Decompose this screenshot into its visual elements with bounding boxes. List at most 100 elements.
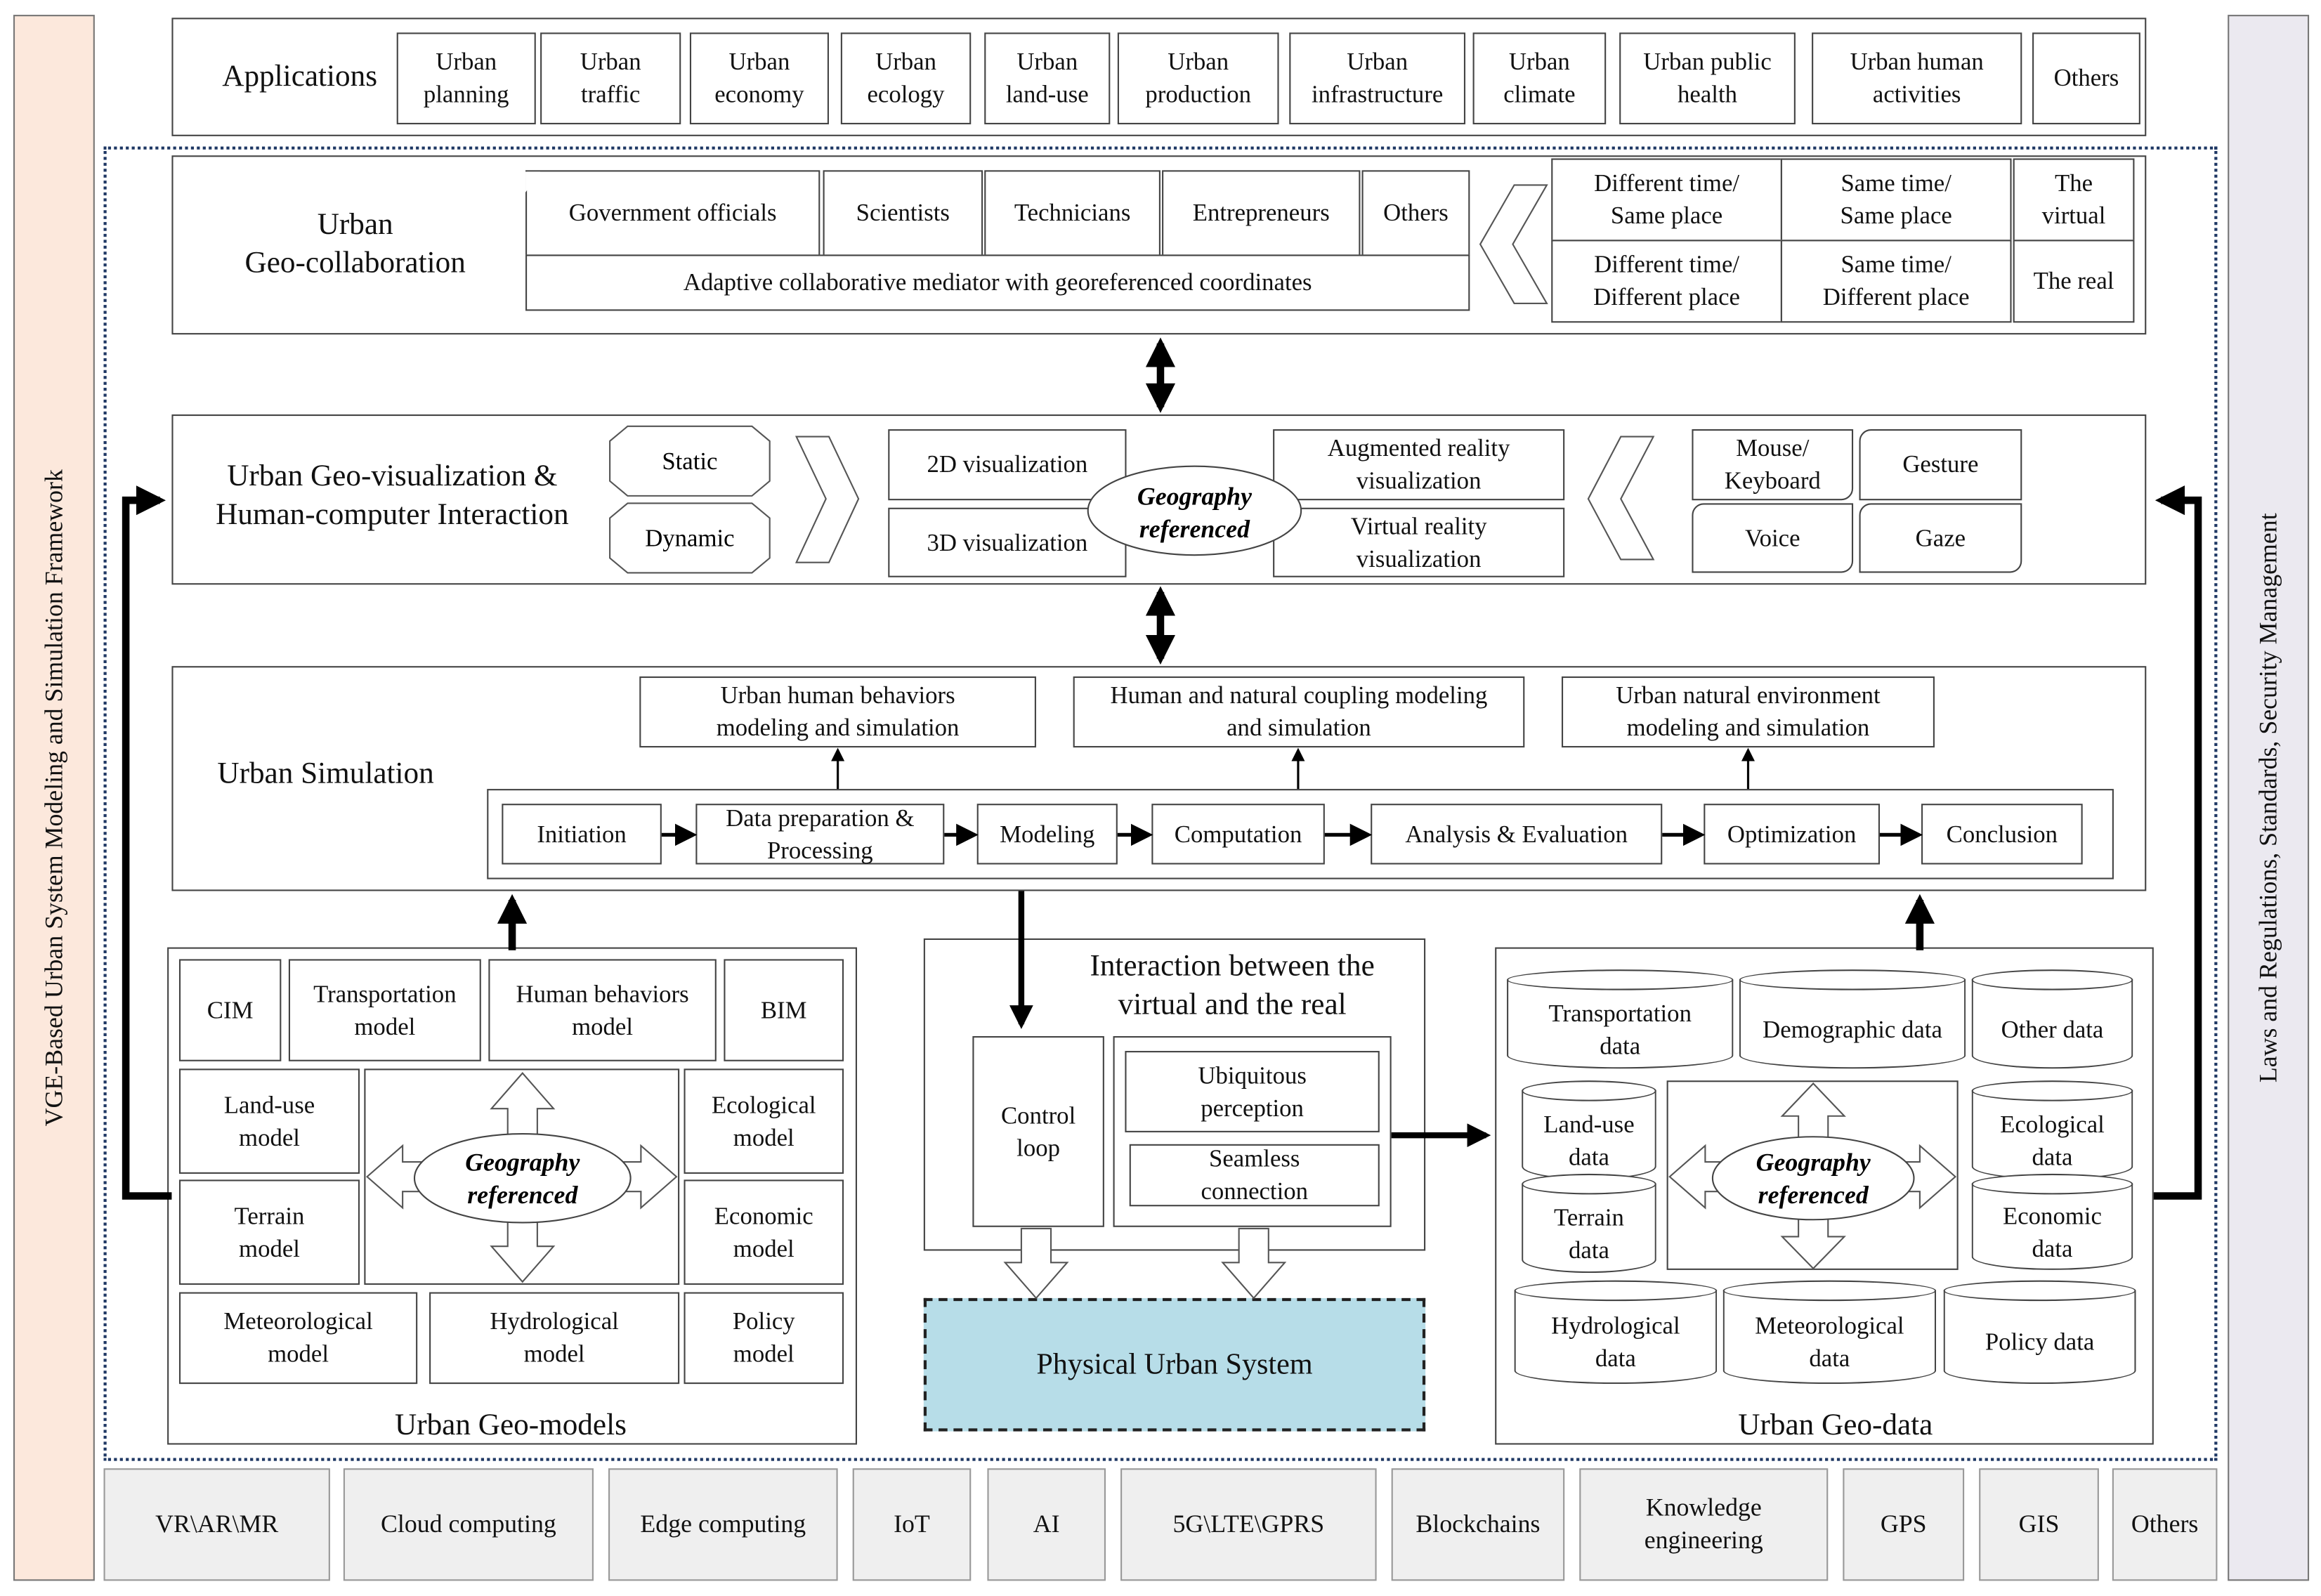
data-economic: Economic data [1971,1173,2133,1270]
data-land-use: Land-use data [1522,1080,1656,1180]
app-urban-ecology: Urban ecology [840,32,972,124]
model-transportation: Transportation model [288,959,481,1061]
data-other: Other data [1971,969,2133,1069]
step-modeling: Modeling [976,804,1118,865]
geo-visualization-panel [171,414,2147,585]
tech-knowledge-engineering: Knowledge engineering [1579,1468,1829,1581]
applications-title: Applications [222,60,378,93]
interaction-title: Interaction between the virtual and the … [1090,950,1375,1021]
app-urban-human-activities: Urban human activities [1812,32,2022,124]
sim-natural-environment: Urban natural environment modeling and s… [1561,676,1935,748]
data-meteorological: Meteorological data [1722,1280,1937,1385]
control-loop: Control loop [972,1035,1104,1227]
input-mouse-keyboard: Mouse/ Keyboard [1692,429,1854,501]
tech-edge-computing: Edge computing [608,1468,838,1581]
urban-simulation-panel [171,666,2147,891]
mode-diff-time-diff-place: Different time/ Different place [1551,240,1782,323]
tech-blockchains: Blockchains [1391,1468,1565,1581]
actor-others: Others [1361,170,1470,256]
sim-human-behaviors: Urban human behaviors modeling and simul… [639,676,1036,748]
app-urban-climate: Urban climate [1472,32,1607,124]
model-land-use: Land-use model [178,1068,360,1174]
urban-simulation-title: Urban Simulation [217,757,434,791]
data-policy: Policy data [1943,1280,2136,1385]
data-center-box [1666,1080,1959,1270]
input-gesture: Gesture [1859,429,2022,501]
data-terrain: Terrain data [1522,1173,1656,1274]
input-voice: Voice [1692,503,1854,573]
step-conclusion: Conclusion [1921,804,2083,865]
model-meteorological: Meteorological model [178,1292,418,1385]
viz-2d: 2D visualization [888,429,1127,501]
actor-government-officials: Government officials [525,170,820,256]
app-urban-planning: Urban planning [396,32,536,124]
mode-same-time-same-place: Same time/ Same place [1780,158,2012,242]
collaborative-mediator: Adaptive collaborative mediator with geo… [525,254,1470,311]
app-urban-infrastructure: Urban infrastructure [1289,32,1466,124]
physical-urban-system: Physical Urban System [923,1297,1426,1432]
framework-side-bar: VGE-Based Urban System Modeling and Simu… [13,15,95,1581]
geo-data-panel [1495,947,2154,1445]
tech-cloud-computing: Cloud computing [343,1468,594,1581]
step-analysis-evaluation: Analysis & Evaluation [1371,804,1663,865]
step-computation: Computation [1151,804,1325,865]
app-urban-economy: Urban economy [689,32,829,124]
actor-scientists: Scientists [823,170,983,256]
applications-panel [171,18,2147,136]
model-cim: CIM [178,959,282,1061]
app-urban-traffic: Urban traffic [540,32,681,124]
data-transportation: Transportation data [1507,969,1734,1069]
tech-gis: GIS [1979,1468,2099,1581]
vge-frame [103,146,2218,1461]
model-ecological: Ecological model [684,1068,844,1174]
model-policy: Policy model [684,1292,844,1385]
geo-models-title: Urban Geo-models [395,1408,627,1442]
tech-others: Others [2112,1468,2218,1581]
geo-visualization-title: Urban Geo-visualization & Human-computer… [216,460,569,532]
mode-the-virtual: The virtual [2013,158,2135,242]
input-gaze: Gaze [1859,503,2022,573]
laws-side-bar: Laws and Regulations, Standards, Securit… [2228,15,2310,1581]
geo-collaboration-panel [171,155,2147,335]
mode-same-time-diff-place: Same time/ Different place [1780,240,2012,323]
geo-data-title: Urban Geo-data [1738,1408,1933,1442]
viz-3d: 3D visualization [888,507,1127,577]
mode-diff-time-same-place: Different time/ Same place [1551,158,1782,242]
app-others: Others [2032,32,2140,124]
sim-coupling: Human and natural coupling modeling and … [1073,676,1525,748]
tech-iot: IoT [852,1468,972,1581]
model-human-behaviors: Human behaviors model [488,959,717,1061]
perception-connection-group [1113,1035,1392,1227]
step-data-preparation: Data preparation & Processing [695,803,945,865]
step-initiation: Initiation [502,804,662,865]
framework-label: VGE-Based Urban System Modeling and Simu… [39,469,67,1127]
simulation-process [487,789,2114,879]
data-ecological: Ecological data [1971,1080,2133,1180]
ubiquitous-perception: Ubiquitous perception [1125,1051,1380,1132]
models-center-box [364,1068,680,1285]
tech-vr-ar-mr: VR\AR\MR [103,1468,330,1581]
model-economic: Economic model [684,1179,844,1285]
actor-technicians: Technicians [984,170,1160,256]
viz-augmented-reality: Augmented reality visualization [1273,429,1565,501]
interaction-panel [923,938,1426,1251]
data-demographic: Demographic data [1739,969,1966,1069]
viz-virtual-reality: Virtual reality visualization [1273,507,1565,577]
app-urban-public-health: Urban public health [1619,32,1796,124]
model-hydrological: Hydrological model [429,1292,680,1385]
laws-label: Laws and Regulations, Standards, Securit… [2254,513,2282,1083]
geo-collaboration-title: Urban Geo-collaboration [244,209,466,280]
model-terrain: Terrain model [178,1179,360,1285]
tech-ai: AI [987,1468,1106,1581]
data-hydrological: Hydrological data [1514,1280,1718,1385]
seamless-connection: Seamless connection [1129,1144,1380,1207]
step-optimization: Optimization [1704,804,1881,865]
app-urban-land-use: Urban land-use [984,32,1111,124]
actor-entrepreneurs: Entrepreneurs [1162,170,1361,256]
tech-5g-lte-gprs: 5G\LTE\GPRS [1120,1468,1377,1581]
tech-gps: GPS [1843,1468,1965,1581]
app-urban-production: Urban production [1117,32,1279,124]
mode-the-real: The real [2013,240,2135,323]
model-bim: BIM [724,959,844,1061]
